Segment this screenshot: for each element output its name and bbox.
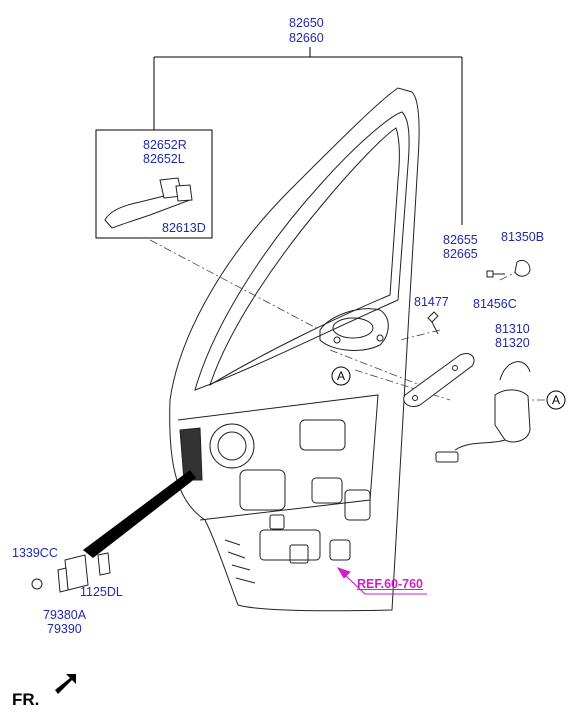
- label-1125dl: 1125DL: [80, 585, 123, 599]
- callout-a-right-text: A: [552, 393, 560, 407]
- label-81477: 81477: [414, 295, 449, 309]
- front-arrow-icon: [55, 674, 76, 694]
- hinge-pointer: [83, 470, 196, 558]
- label-82652r: 82652R: [143, 138, 187, 152]
- label-79390: 79390: [47, 622, 82, 636]
- callout-a-left: A: [331, 366, 351, 386]
- label-82652l: 82652L: [143, 152, 185, 166]
- door-latch: [435, 361, 531, 463]
- label-82650: 82650: [289, 16, 324, 30]
- label-79380a: 79380A: [43, 608, 87, 622]
- callout-a-left-text: A: [337, 369, 345, 383]
- label-81320: 81320: [495, 336, 530, 350]
- label-82665: 82665: [443, 247, 478, 261]
- label-82660: 82660: [289, 31, 324, 45]
- callout-a-right: A: [546, 390, 566, 410]
- label-82613d: 82613D: [162, 221, 206, 235]
- label-81456c: 81456C: [473, 297, 517, 311]
- reference-arrow: [336, 567, 427, 595]
- label-1339cc: 1339CC: [12, 546, 58, 560]
- leader-lines: [149, 239, 560, 401]
- hinge-assembly: [31, 552, 111, 593]
- label-82655: 82655: [443, 233, 478, 247]
- assembly-bracket: [153, 47, 463, 225]
- handle-inset-box: [95, 129, 213, 239]
- door-panel: [169, 87, 420, 612]
- label-81310: 81310: [495, 322, 530, 336]
- screws: [427, 259, 531, 335]
- label-81350b: 81350B: [501, 230, 545, 244]
- reference-link[interactable]: REF.60-760: [357, 577, 424, 591]
- front-direction-label: FR.: [12, 690, 40, 709]
- inner-handle: [403, 352, 475, 408]
